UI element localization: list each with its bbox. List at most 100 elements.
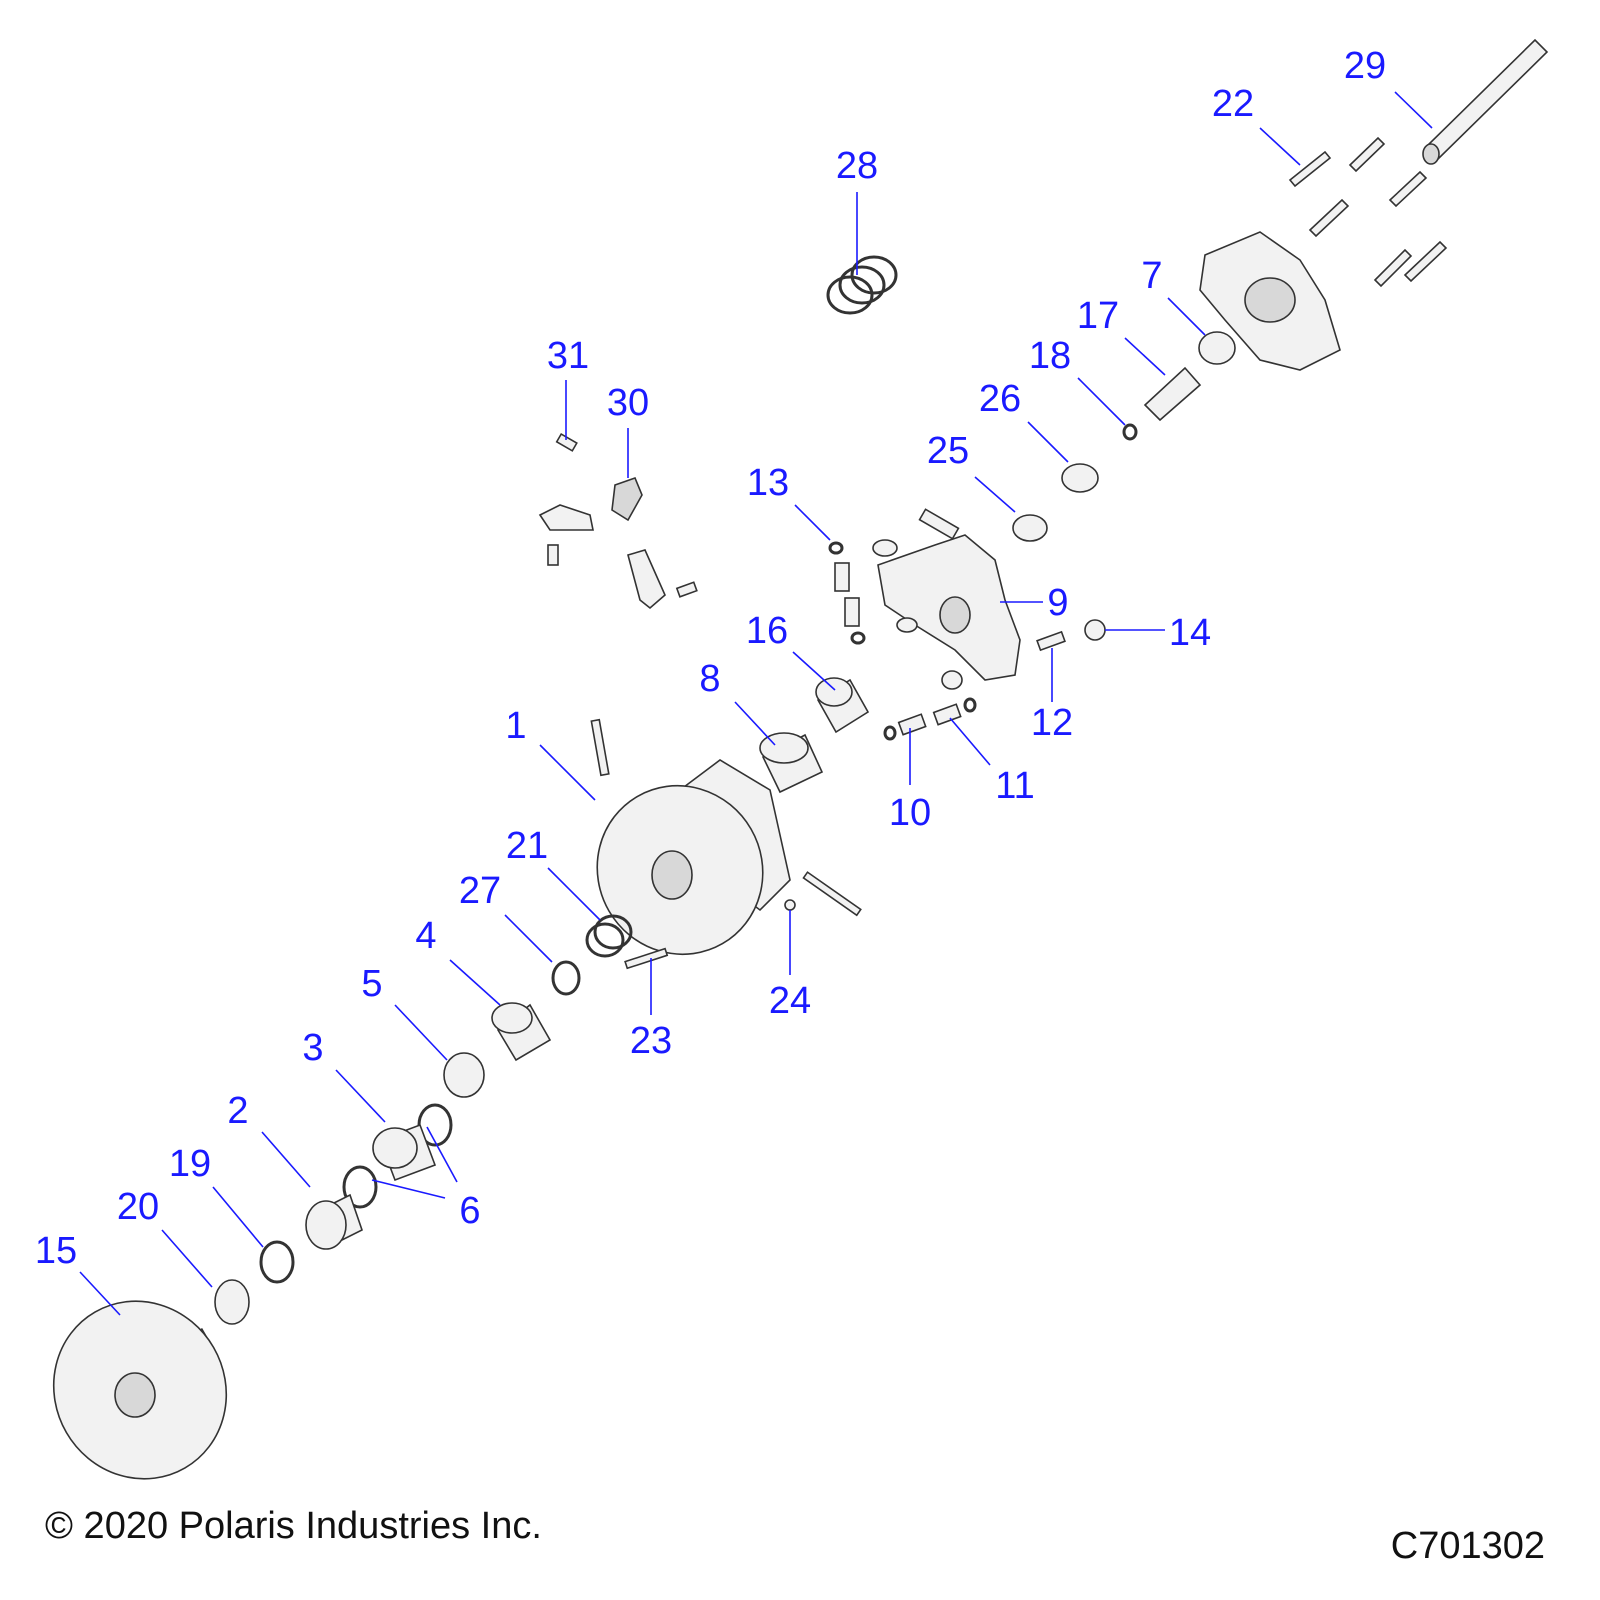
callout-3: 3 <box>302 1027 386 1123</box>
ring <box>850 631 866 645</box>
part-22-bolts <box>1288 136 1448 288</box>
part-13-ring <box>828 541 844 555</box>
callout-label: 12 <box>1031 702 1073 744</box>
callout-label: 19 <box>169 1143 211 1185</box>
weight-arm-2 <box>627 549 666 610</box>
callout-label: 6 <box>459 1190 480 1232</box>
callout-23: 23 <box>630 958 672 1062</box>
ring <box>883 725 897 741</box>
part-4-bushing <box>491 1002 552 1062</box>
callout-label: 22 <box>1212 83 1254 125</box>
weight-pin <box>547 544 559 566</box>
callout-16: 16 <box>746 610 836 691</box>
callout-22: 22 <box>1212 83 1301 166</box>
leader-line <box>335 1069 386 1123</box>
part-16-bushing <box>815 677 870 734</box>
part-1-sheave <box>590 718 862 956</box>
button <box>896 617 918 633</box>
part-21-spring <box>585 914 633 958</box>
callout-label: 16 <box>746 610 788 652</box>
callout-17: 17 <box>1077 295 1166 376</box>
callout-label: 8 <box>699 658 720 700</box>
callout-11: 11 <box>949 717 1035 807</box>
callout-8: 8 <box>699 658 776 746</box>
callout-7: 7 <box>1141 255 1206 336</box>
callout-label: 28 <box>836 145 878 187</box>
roller <box>834 562 850 592</box>
part-27-ring <box>551 960 581 996</box>
callout-label: 24 <box>769 980 811 1022</box>
callout-label: 17 <box>1077 295 1119 337</box>
part-12-pin <box>1036 630 1066 652</box>
callout-label: 1 <box>505 705 526 747</box>
callout-label: 26 <box>979 378 1021 420</box>
part-26-washer <box>1061 463 1099 493</box>
leader-line <box>974 476 1016 513</box>
leader-line <box>504 914 553 963</box>
part-3-bushing <box>372 1123 437 1182</box>
callout-label: 7 <box>1141 255 1162 297</box>
callout-label: 14 <box>1169 612 1211 654</box>
leader-line <box>1077 377 1126 426</box>
callout-label: 15 <box>35 1230 77 1272</box>
callout-1: 1 <box>505 705 596 801</box>
callout-label: 9 <box>1047 582 1068 624</box>
leader-line <box>1167 297 1206 336</box>
part-18-ring <box>1122 423 1138 441</box>
part-19-ring <box>259 1240 295 1284</box>
callout-18: 18 <box>1029 335 1126 426</box>
leader-line <box>371 1179 446 1199</box>
leader-line <box>539 744 596 801</box>
callout-label: 11 <box>995 765 1034 807</box>
leader-line <box>79 1271 121 1316</box>
leader-line <box>792 651 836 691</box>
copyright: © 2020 Polaris Industries Inc. <box>45 1505 542 1547</box>
part-28-spring <box>826 255 898 315</box>
part-30-block <box>611 476 643 522</box>
part-2-bushing <box>305 1193 363 1250</box>
callout-25: 25 <box>927 430 1016 513</box>
callout-label: 10 <box>889 792 931 834</box>
leader-line <box>547 867 601 921</box>
button <box>941 670 963 690</box>
callout-21: 21 <box>506 825 601 921</box>
ring <box>963 697 977 713</box>
part-10-pin <box>897 713 927 736</box>
part-14-ball <box>1084 619 1106 641</box>
roller <box>844 597 860 627</box>
weight-arm <box>538 504 594 531</box>
part-8-bushing <box>759 732 824 794</box>
callout-27: 27 <box>459 870 553 963</box>
callout-label: 27 <box>459 870 501 912</box>
part-6-ring <box>342 1165 378 1209</box>
callout-2: 2 <box>227 1090 311 1188</box>
callout-10: 10 <box>889 728 931 834</box>
leader-line <box>161 1229 213 1288</box>
callout-label: 23 <box>630 1020 672 1062</box>
callout-label: 21 <box>506 825 548 867</box>
callout-30: 30 <box>607 382 649 478</box>
leader-line <box>426 1126 458 1183</box>
leader-line <box>794 504 831 541</box>
callout-label: 13 <box>747 462 789 504</box>
leader-line <box>734 701 776 746</box>
callout-label: 20 <box>117 1186 159 1228</box>
callout-label: 30 <box>607 382 649 424</box>
leader-line <box>212 1186 264 1248</box>
spider-bore <box>939 596 971 634</box>
callout-26: 26 <box>979 378 1069 463</box>
callout-14: 14 <box>1105 612 1211 654</box>
callout-label: 3 <box>302 1027 323 1069</box>
part-11-pin <box>932 703 962 726</box>
pin <box>918 508 960 540</box>
callout-20: 20 <box>117 1186 213 1288</box>
callout-29: 29 <box>1344 45 1433 129</box>
leader-line <box>1124 337 1166 376</box>
callout-15: 15 <box>35 1230 121 1316</box>
callout-28: 28 <box>836 145 878 275</box>
part-7-bushing <box>1198 331 1236 365</box>
spider-hub <box>1244 277 1296 323</box>
